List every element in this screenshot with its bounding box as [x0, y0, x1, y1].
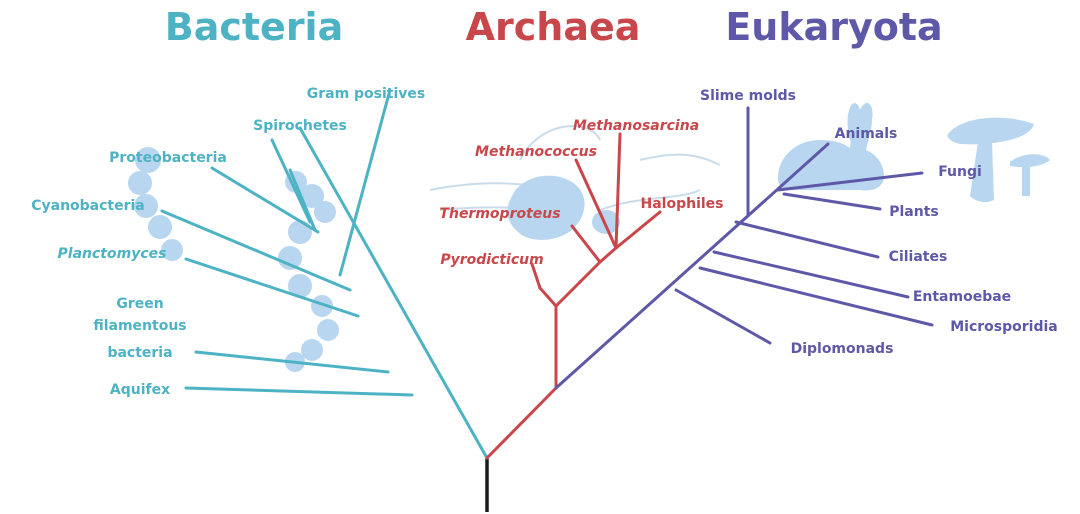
leaf-spirochetes: Spirochetes: [253, 118, 347, 134]
leaf-ciliates: Ciliates: [889, 249, 948, 265]
mushroom-silhouette: [948, 118, 1050, 202]
leaf-animals: Animals: [835, 126, 898, 142]
leaf-proteobacteria: Proteobacteria: [109, 150, 227, 166]
domain-title-eukaryota: Eukaryota: [725, 5, 942, 49]
leaf-fungi: Fungi: [938, 164, 982, 180]
leaf-halophiles: Halophiles: [641, 196, 724, 212]
leaf-thermoproteus: Thermoproteus: [439, 206, 560, 222]
leaf-entamoebae: Entamoebae: [913, 289, 1011, 305]
leaf-slime-molds: Slime molds: [700, 88, 796, 104]
archaea-branches: [487, 134, 660, 458]
leaf-green-filamentous-line1: Green: [116, 296, 163, 312]
leaf-methanosarcina: Methanosarcina: [573, 118, 699, 134]
leaf-methanococcus: Methanococcus: [475, 144, 597, 160]
leaf-planctomyces: Planctomyces: [58, 246, 167, 262]
leaf-pyrodicticum: Pyrodicticum: [440, 252, 543, 268]
domain-title-bacteria: Bacteria: [165, 5, 343, 49]
leaf-green-filamentous-line2: filamentous: [93, 318, 186, 334]
domain-title-archaea: Archaea: [466, 5, 641, 49]
leaf-cyanobacteria: Cyanobacteria: [31, 198, 145, 214]
bacteria-branches: [162, 90, 487, 458]
leaf-aquifex: Aquifex: [110, 382, 170, 398]
leaf-microsporidia: Microsporidia: [950, 319, 1058, 335]
rabbit-silhouette: [778, 103, 884, 191]
leaf-plants: Plants: [889, 204, 939, 220]
leaf-green-filamentous-line3: bacteria: [107, 345, 172, 361]
leaf-diplomonads: Diplomonads: [791, 341, 894, 357]
leaf-gram-positives: Gram positives: [307, 86, 426, 102]
